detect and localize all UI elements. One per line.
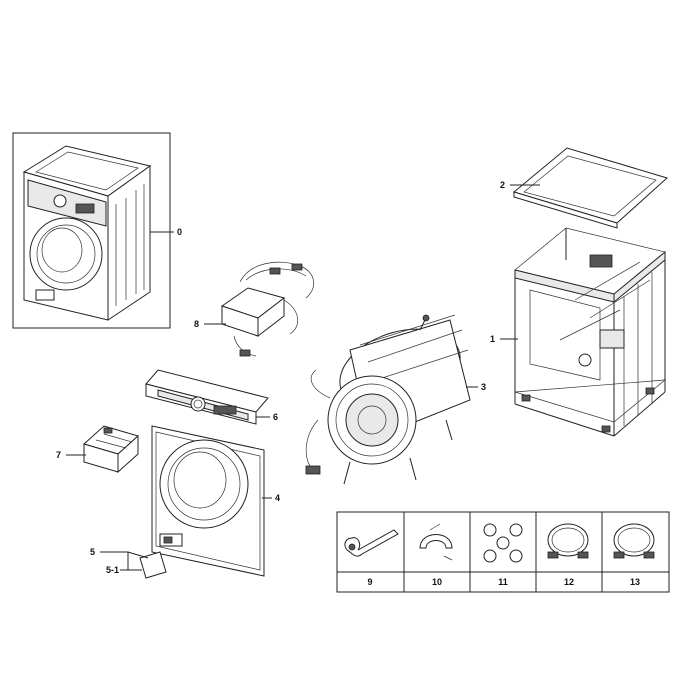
callout-1: 1 [490, 334, 495, 344]
water-hose-part[interactable] [547, 523, 589, 559]
top-cover-part[interactable] [512, 147, 668, 229]
cabinet-frame-part[interactable] [514, 227, 667, 437]
callout-5: 5 [90, 547, 95, 557]
hose-guide-part[interactable] [419, 523, 453, 561]
accessory-label-12: 12 [564, 577, 574, 587]
filter-cover-part[interactable] [139, 551, 167, 579]
tub-assembly-part[interactable] [305, 314, 471, 485]
callout-5-1: 5-1 [106, 565, 119, 575]
callout-2: 2 [500, 180, 505, 190]
control-panel-part[interactable] [145, 369, 269, 425]
callout-8: 8 [194, 319, 199, 329]
callout-3: 3 [481, 382, 486, 392]
accessory-label-9: 9 [367, 577, 372, 587]
detergent-drawer-part[interactable] [83, 425, 139, 474]
spanner-wrench-part[interactable] [344, 529, 399, 557]
accessories-table [336, 511, 670, 593]
callout-4: 4 [275, 493, 280, 503]
callout-6: 6 [273, 412, 278, 422]
caps-part[interactable] [483, 523, 523, 563]
front-panel-part[interactable] [151, 425, 265, 577]
accessory-label-11: 11 [498, 577, 508, 587]
callout-7: 7 [56, 450, 61, 460]
drain-hose-part[interactable] [613, 523, 655, 559]
accessory-label-10: 10 [432, 577, 442, 587]
wire-harness-part[interactable] [220, 261, 314, 357]
accessory-label-13: 13 [630, 577, 640, 587]
assembled-washer-figure[interactable] [12, 132, 171, 329]
callout-0: 0 [177, 227, 182, 237]
